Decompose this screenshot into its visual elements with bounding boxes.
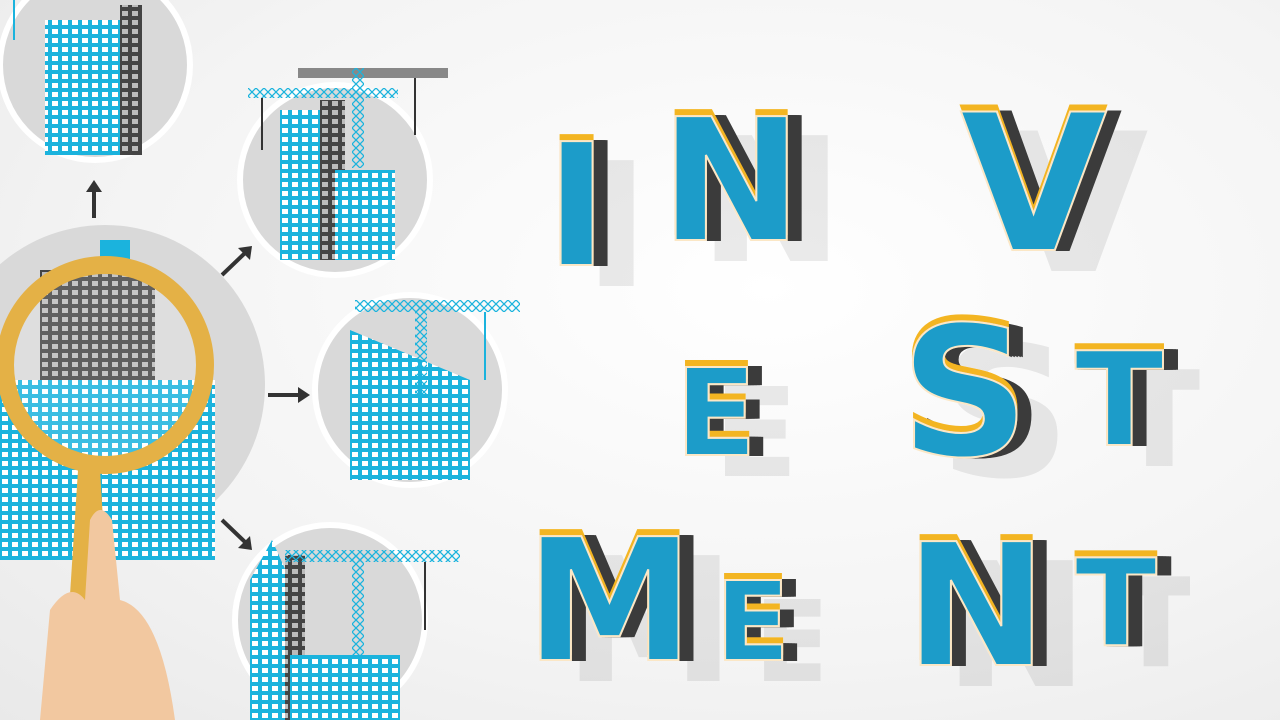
arrow-right-icon	[268, 387, 310, 403]
letter-e: E	[715, 558, 790, 686]
arrow-upright-icon	[220, 246, 252, 277]
letter-n: N	[660, 83, 802, 281]
arrow-downright-icon	[220, 518, 252, 550]
letter-i: I	[545, 108, 608, 306]
construction-circle-3	[232, 522, 460, 720]
letter-e: E	[675, 345, 757, 484]
letter-t: T	[1075, 535, 1157, 674]
magnifying-glass-icon	[0, 256, 214, 720]
construction-circle-1	[237, 68, 448, 278]
letter-n: N	[905, 508, 1047, 706]
letter-s: S	[900, 289, 1030, 498]
letter-t: T	[1075, 324, 1164, 476]
letter-m: M	[525, 503, 694, 701]
letter-v: V	[960, 74, 1107, 295]
building-circle-top	[0, 0, 193, 163]
arrow-up-icon	[86, 180, 102, 218]
construction-circle-2	[312, 292, 520, 488]
